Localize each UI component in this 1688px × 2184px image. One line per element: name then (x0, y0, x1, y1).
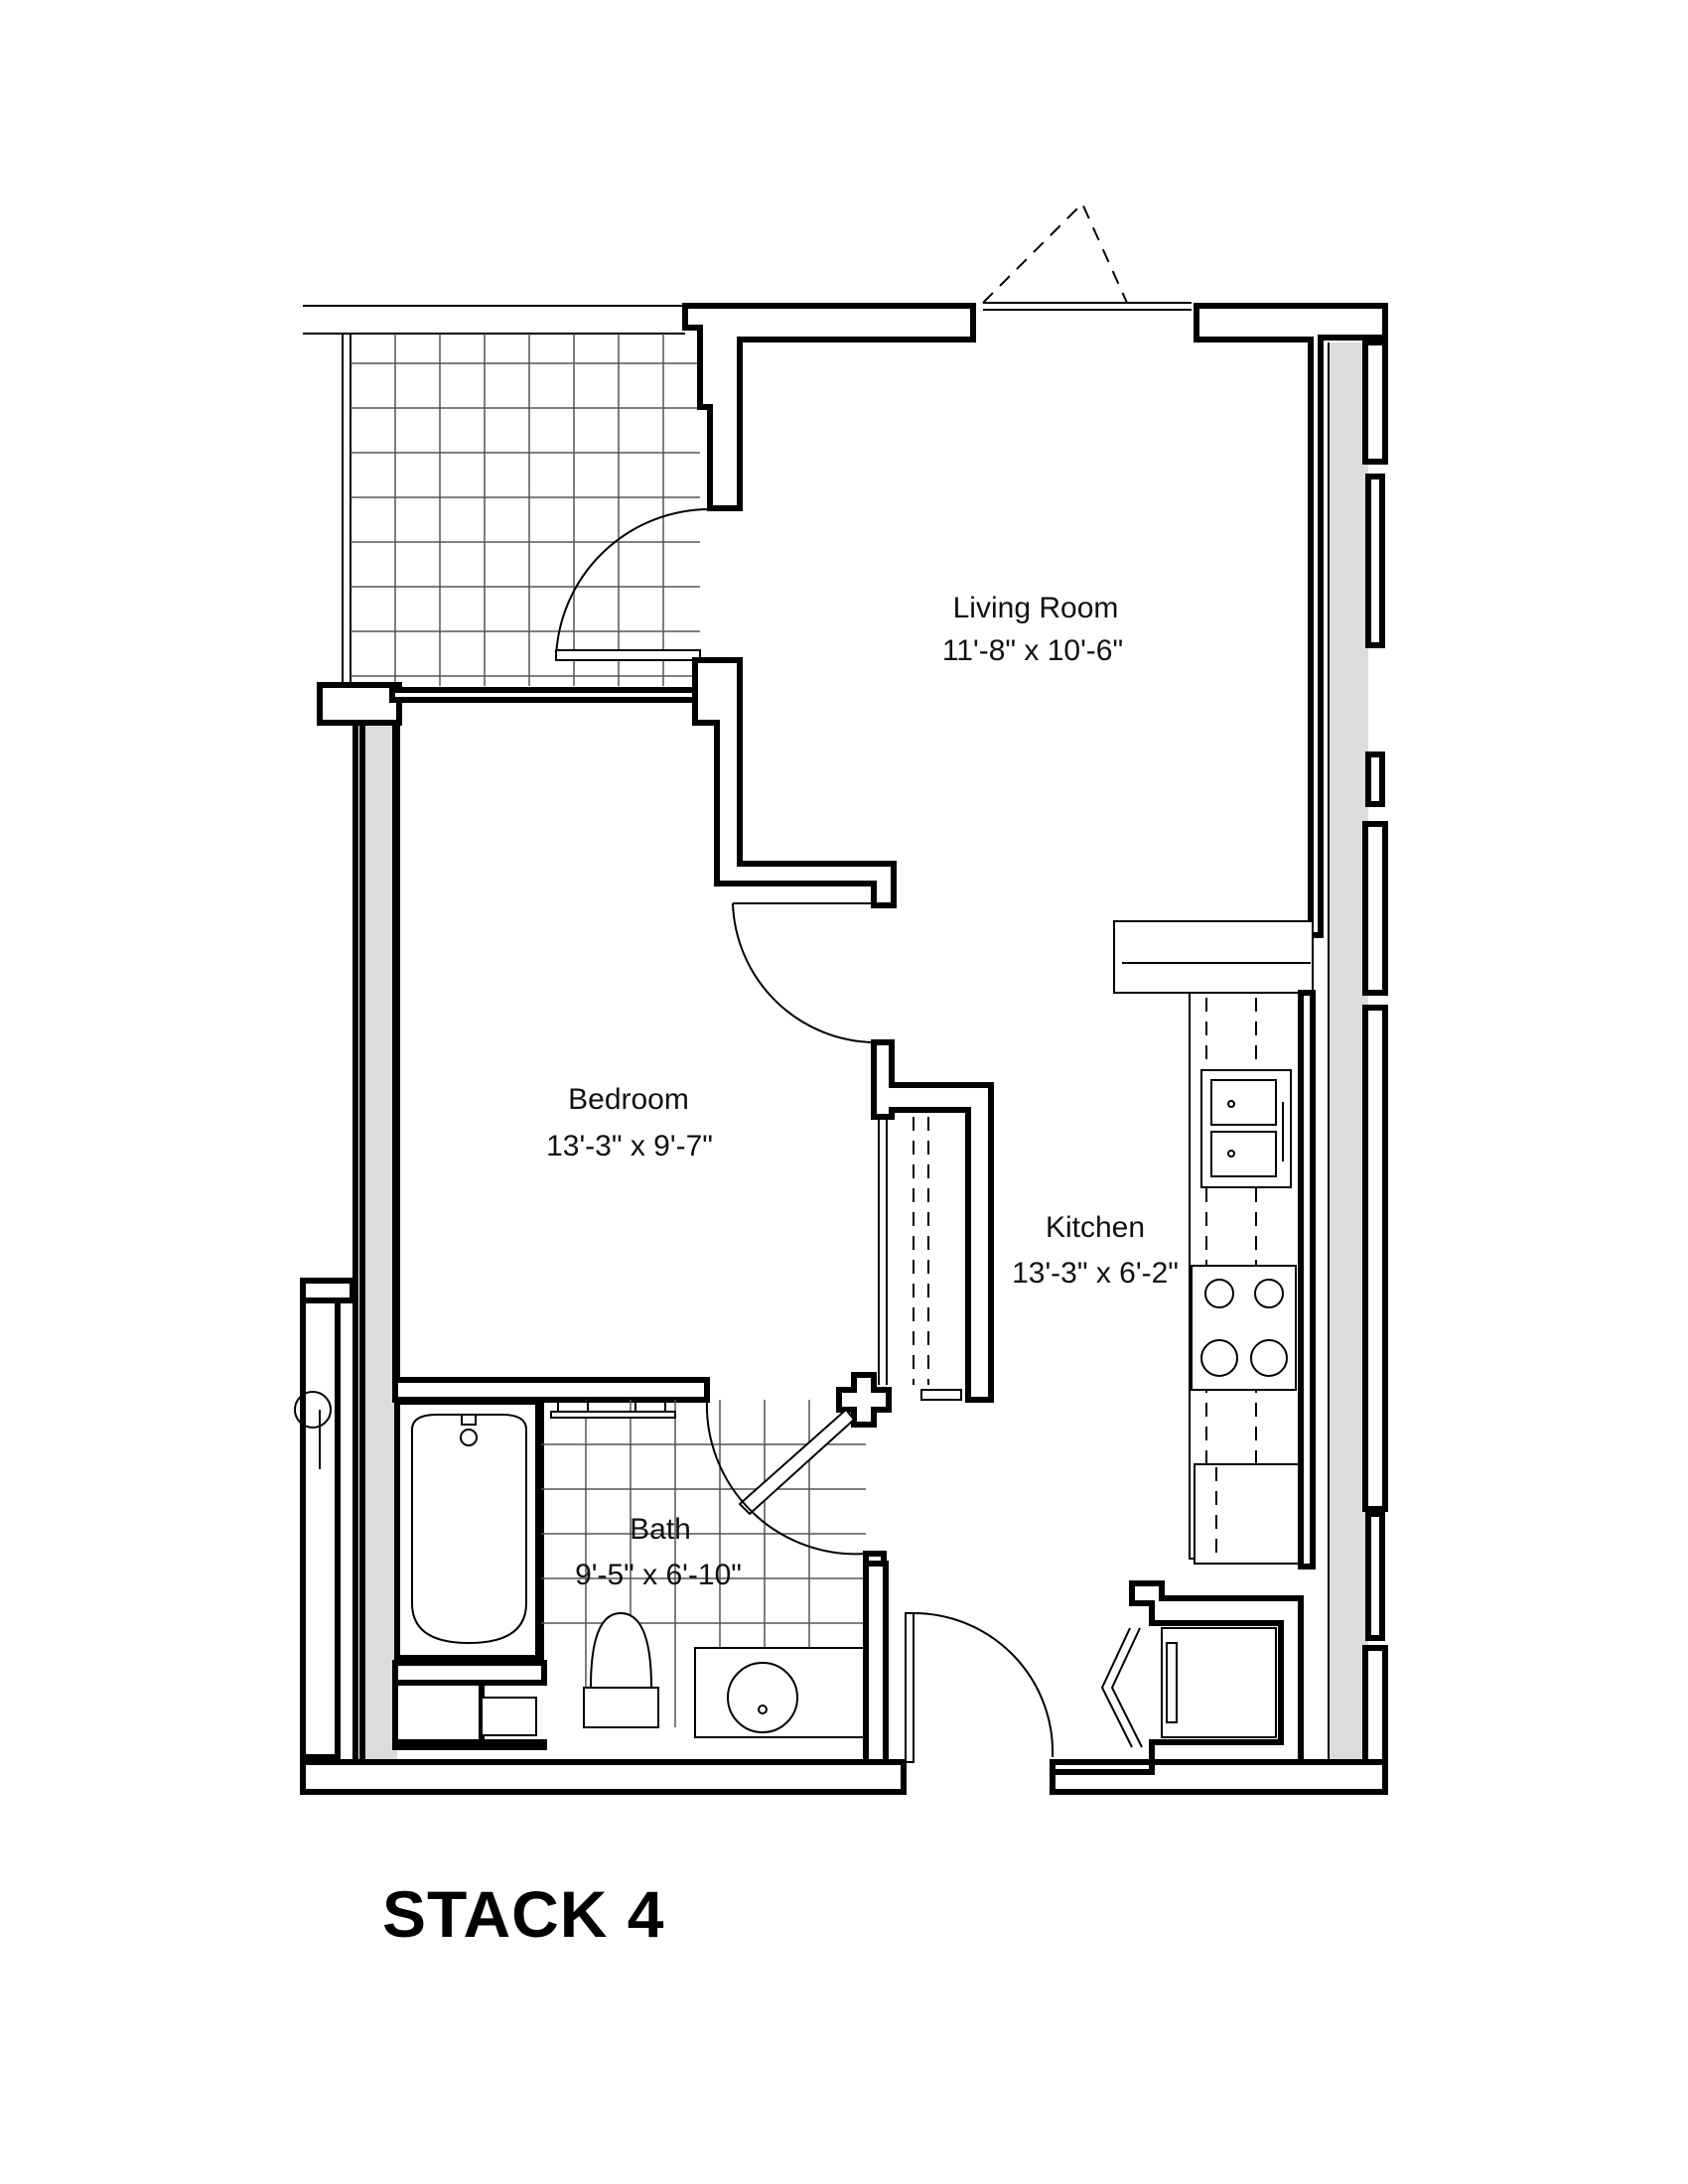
kitchen-fixtures (863, 920, 1316, 1775)
kitchen-size: 13'-3" x 6'-2" (1012, 1257, 1179, 1290)
balcony (303, 305, 711, 687)
bath-size: 9'-5" x 6'-10" (575, 1559, 742, 1591)
exterior-walls (294, 202, 1388, 1795)
kitchen-name: Kitchen (1046, 1211, 1145, 1244)
bedroom-walls (389, 657, 994, 1403)
room-labels: Living Room 11'-8" x 10'-6" Bedroom 13'-… (546, 592, 1179, 1591)
living-room-size: 11'-8" x 10'-6" (942, 634, 1123, 667)
bedroom-name: Bedroom (568, 1083, 689, 1116)
bath-name: Bath (630, 1513, 691, 1546)
bedroom-size: 13'-3" x 9'-7" (546, 1130, 713, 1162)
bathroom (392, 1372, 892, 1765)
living-room-name: Living Room (953, 592, 1119, 624)
plan-title: STACK 4 (382, 1877, 665, 1951)
